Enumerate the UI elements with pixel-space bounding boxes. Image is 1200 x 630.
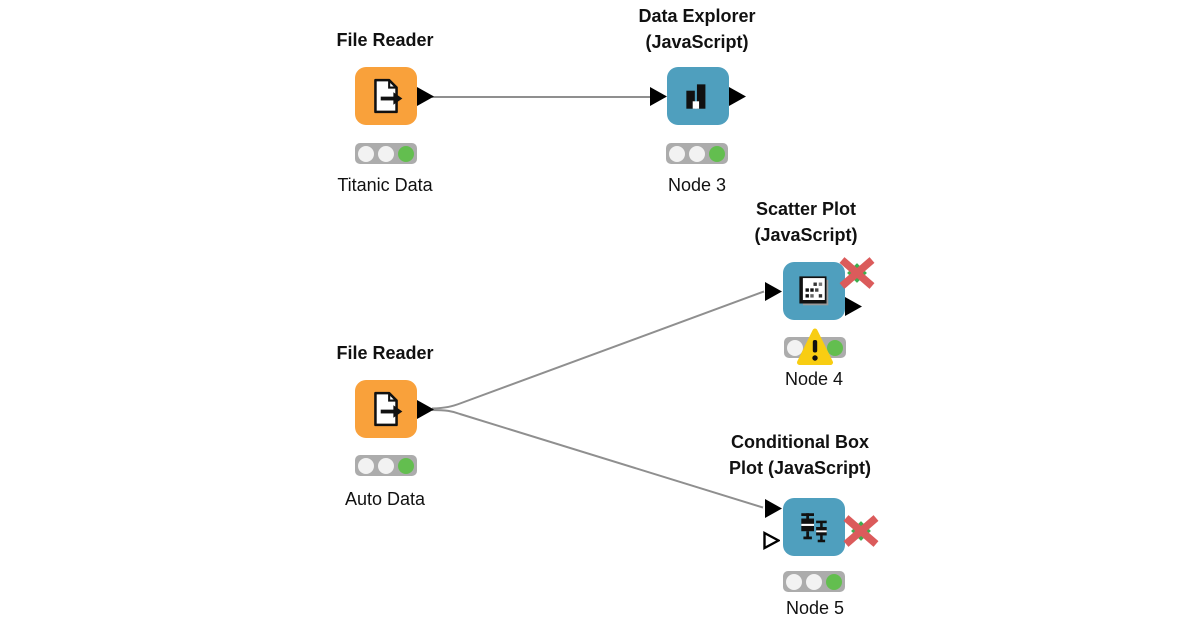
node-label: Titanic Data (337, 175, 433, 195)
input-port[interactable] (765, 282, 782, 301)
status-dot-green (826, 573, 842, 590)
node-status-traffic-light (355, 455, 417, 476)
node-title: File Reader (336, 30, 434, 50)
status-dot-yellow (689, 145, 705, 162)
input-port[interactable] (765, 499, 782, 518)
node-title-line1: Data Explorer (638, 6, 756, 26)
status-dot-green (398, 457, 414, 474)
status-dot-yellow (378, 457, 394, 474)
status-dot-yellow (806, 573, 822, 590)
node-label: Node 4 (784, 369, 844, 389)
state-discarded-x-icon (843, 515, 879, 547)
node-label: Auto Data (344, 489, 426, 509)
node-title: Data Explorer (JavaScript) (607, 3, 787, 55)
status-dot-red (786, 573, 802, 590)
output-port[interactable] (729, 87, 746, 106)
node-title-line1: Conditional Box (731, 432, 869, 452)
output-port[interactable] (417, 400, 434, 419)
status-dot-green (709, 145, 725, 162)
status-dot-red (787, 339, 803, 356)
node-label: Node 3 (667, 175, 727, 195)
status-dot-red (358, 457, 374, 474)
optional-input-port[interactable] (763, 531, 780, 550)
status-dot-green (827, 339, 843, 356)
node-scatter-plot[interactable] (783, 262, 845, 320)
node-title: Scatter Plot (JavaScript) (716, 196, 896, 248)
node-title: Conditional Box Plot (JavaScript) (710, 429, 890, 481)
node-title-line2: (JavaScript) (754, 225, 858, 245)
node-title-line2: Plot (JavaScript) (728, 458, 872, 478)
histogram-icon (686, 84, 706, 109)
output-port[interactable] (845, 297, 862, 316)
node-label: Node 5 (785, 598, 845, 618)
connection-filereader2-scatterplot[interactable] (431, 290, 765, 410)
status-dot-red (358, 145, 374, 162)
status-dot-red (669, 145, 685, 162)
node-title: File Reader (336, 343, 434, 363)
node-file-reader-1[interactable] (355, 67, 417, 125)
input-port[interactable] (650, 87, 667, 106)
node-file-reader-2[interactable] (355, 380, 417, 438)
node-title-line1: Scatter Plot (755, 199, 857, 219)
scatter-points-icon (799, 276, 829, 306)
node-status-traffic-light (666, 143, 728, 164)
node-conditional-box-plot[interactable] (783, 498, 845, 556)
warning-icon (797, 328, 833, 365)
status-dot-green (398, 145, 414, 162)
node-status-traffic-light (355, 143, 417, 164)
state-discarded-x-icon (839, 257, 875, 289)
node-data-explorer[interactable] (667, 67, 729, 125)
status-dot-yellow (378, 145, 394, 162)
box-plot-icon (801, 513, 827, 543)
output-port[interactable] (417, 87, 434, 106)
file-reader-icon (374, 391, 403, 427)
node-status-traffic-light (783, 571, 845, 592)
connection-filereader2-boxplot[interactable] (431, 409, 764, 509)
file-reader-icon (374, 78, 403, 114)
node-title-line2: (JavaScript) (645, 32, 749, 52)
